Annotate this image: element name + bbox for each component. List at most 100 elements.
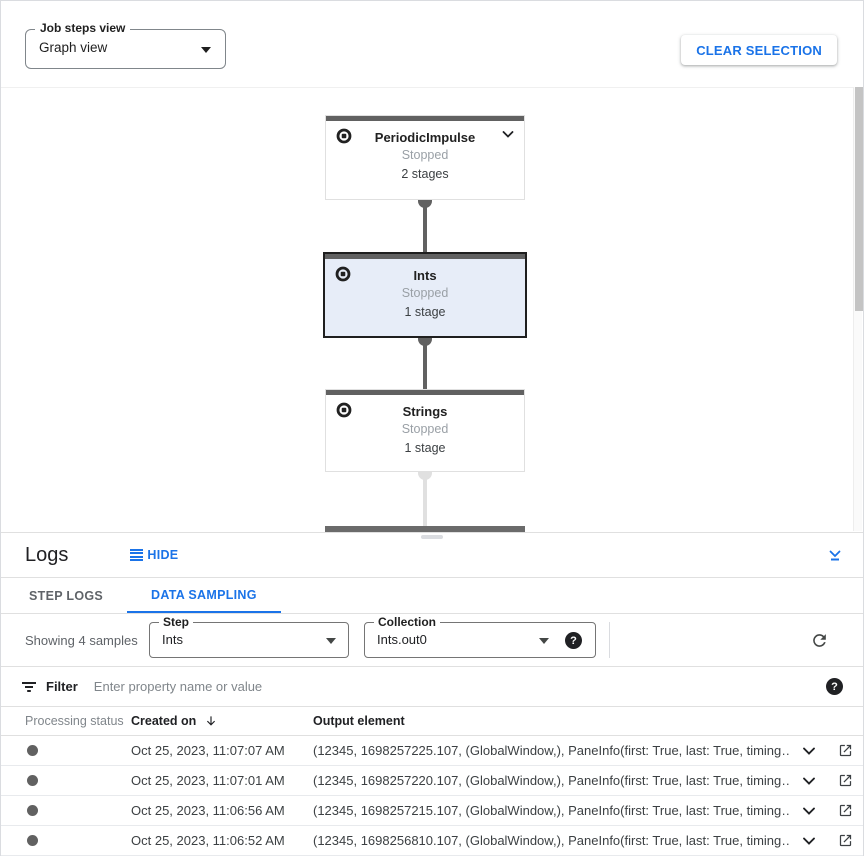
expand-row-button[interactable] — [791, 796, 827, 825]
vertical-divider — [609, 622, 610, 658]
open-in-new-icon — [839, 804, 851, 817]
dropdown-arrow-icon — [201, 47, 211, 53]
edge-periodicimpulse-ints — [423, 202, 427, 254]
node-top-bar — [325, 254, 525, 259]
composite-step-icon — [336, 402, 352, 421]
edge-ints-strings — [423, 338, 427, 390]
processing-status-dot — [27, 805, 38, 816]
node-title: PeriodicImpulse — [374, 130, 476, 145]
processing-status-dot — [27, 775, 38, 786]
processing-status-dot — [27, 835, 38, 846]
sampling-controls-row: Showing 4 samples Step Ints Collection I… — [1, 614, 863, 667]
node-top-bar — [326, 116, 524, 121]
processing-status-dot — [27, 745, 38, 756]
edge-arrowhead-icon — [418, 200, 432, 208]
chevron-down-icon — [803, 807, 815, 815]
refresh-icon — [813, 633, 826, 647]
graph-node-periodicimpulse[interactable]: PeriodicImpulse Stopped 2 stages — [325, 115, 525, 200]
dropdown-arrow-icon — [326, 638, 336, 644]
logs-panel: Logs HIDE STEP LOGS DATA SAMPLING Showin… — [1, 532, 863, 857]
filter-input[interactable] — [93, 679, 826, 694]
collapse-to-bottom-icon — [829, 550, 841, 561]
job-steps-view-select[interactable]: Job steps view Graph view — [25, 21, 226, 69]
node-stage-count: 2 stages — [401, 167, 449, 181]
refresh-samples-button[interactable] — [810, 631, 829, 650]
output-element-cell: (12345, 1698257220.107, (GlobalWindow,),… — [313, 773, 791, 788]
job-steps-view-value: Graph view — [39, 40, 108, 55]
expand-node-chevron-icon[interactable] — [501, 127, 515, 144]
node-stage-count: 1 stage — [404, 305, 446, 319]
expand-row-button[interactable] — [791, 766, 827, 795]
sample-row[interactable]: Oct 25, 2023, 11:06:52 AM (12345, 169825… — [1, 826, 863, 856]
step-select[interactable]: Step Ints — [149, 615, 349, 658]
open-sample-button[interactable] — [827, 826, 863, 855]
hide-logs-button[interactable]: HIDE — [130, 547, 178, 563]
samples-count-label: Showing 4 samples — [25, 632, 138, 648]
created-on-cell: Oct 25, 2023, 11:07:07 AM — [131, 743, 285, 758]
filter-label: Filter — [46, 679, 78, 694]
node-stage-count: 1 stage — [404, 441, 446, 455]
graph-vertical-scrollbar[interactable] — [853, 87, 863, 531]
column-created-on-label: Created on — [131, 714, 197, 728]
expand-row-button[interactable] — [791, 826, 827, 855]
column-processing-status: Processing status — [25, 714, 124, 728]
filter-row: Filter ? — [1, 667, 863, 707]
filter-icon — [22, 681, 36, 692]
chevron-down-icon — [803, 777, 815, 785]
dropdown-arrow-icon — [539, 638, 549, 644]
job-steps-view-label: Job steps view — [35, 21, 131, 35]
open-sample-button[interactable] — [827, 796, 863, 825]
collection-select[interactable]: Collection Ints.out0 ? — [364, 615, 596, 658]
created-on-cell: Oct 25, 2023, 11:07:01 AM — [131, 773, 285, 788]
graph-node-strings[interactable]: Strings Stopped 1 stage — [325, 389, 525, 472]
step-select-value: Ints — [162, 632, 183, 647]
sample-row[interactable]: Oct 25, 2023, 11:06:56 AM (12345, 169825… — [1, 796, 863, 826]
column-output-element: Output element — [313, 714, 405, 728]
created-on-cell: Oct 25, 2023, 11:06:52 AM — [131, 833, 285, 848]
collapse-panel-button[interactable] — [827, 547, 843, 563]
output-element-cell: (12345, 1698256810.107, (GlobalWindow,),… — [313, 833, 791, 848]
filter-help-icon[interactable]: ? — [826, 678, 843, 695]
open-in-new-icon — [839, 774, 851, 787]
clear-selection-button[interactable]: CLEAR SELECTION — [681, 35, 837, 65]
composite-step-icon — [336, 128, 352, 147]
tab-step-logs[interactable]: STEP LOGS — [29, 588, 104, 603]
edge-strings-next — [423, 472, 427, 528]
panel-resize-handle[interactable] — [421, 535, 443, 539]
node-status: Stopped — [401, 148, 449, 162]
column-created-on[interactable]: Created on — [131, 714, 313, 728]
open-sample-button[interactable] — [827, 766, 863, 795]
logs-panel-title: Logs — [25, 543, 69, 566]
created-on-cell: Oct 25, 2023, 11:06:56 AM — [131, 803, 285, 818]
scrollbar-thumb[interactable] — [855, 87, 863, 311]
samples-table-header: Processing status Created on Output elem… — [1, 707, 863, 736]
expand-row-button[interactable] — [791, 736, 827, 765]
sample-row[interactable]: Oct 25, 2023, 11:07:01 AM (12345, 169825… — [1, 766, 863, 796]
logs-panel-header: Logs HIDE — [1, 533, 863, 578]
node-title: Strings — [402, 404, 448, 419]
step-select-label: Step — [159, 615, 194, 629]
chevron-down-icon — [803, 837, 815, 845]
node-top-bar — [326, 390, 524, 395]
logs-tab-bar: STEP LOGS DATA SAMPLING — [1, 578, 863, 614]
sort-descending-icon[interactable] — [204, 714, 218, 728]
output-element-cell: (12345, 1698257225.107, (GlobalWindow,),… — [313, 743, 791, 758]
open-in-new-icon — [839, 744, 851, 757]
edge-arrowhead-icon — [418, 338, 432, 346]
graph-toolbar: Job steps view Graph view CLEAR SELECTIO… — [1, 1, 863, 87]
node-title: Ints — [413, 268, 437, 283]
list-toggle-icon — [130, 547, 144, 563]
job-graph-canvas[interactable]: PeriodicImpulse Stopped 2 stages Ints St… — [1, 87, 863, 532]
node-status: Stopped — [401, 286, 449, 300]
composite-step-icon — [335, 266, 351, 285]
chevron-down-icon — [803, 747, 815, 755]
edge-arrowhead-icon — [418, 472, 432, 480]
graph-node-ints[interactable]: Ints Stopped 1 stage — [323, 252, 527, 338]
sample-row[interactable]: Oct 25, 2023, 11:07:07 AM (12345, 169825… — [1, 736, 863, 766]
tab-data-sampling[interactable]: DATA SAMPLING — [127, 578, 281, 613]
clipped-node-top-bar — [325, 526, 525, 532]
node-status: Stopped — [401, 422, 449, 436]
open-sample-button[interactable] — [827, 736, 863, 765]
collection-help-icon[interactable]: ? — [565, 632, 582, 649]
